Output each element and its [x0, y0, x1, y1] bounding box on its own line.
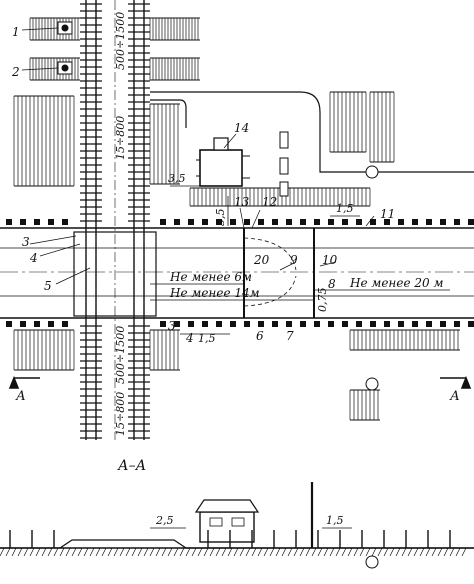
- dim-15-800-bottom: 15÷800: [114, 392, 127, 436]
- note-labels: Не менее 6м Не менее 14м Не менее 20 м: [169, 270, 443, 300]
- section-title: А–А: [117, 458, 146, 474]
- railway-track: [73, 0, 157, 440]
- callout-6: 6: [256, 329, 264, 343]
- callout-5: 5: [44, 279, 52, 293]
- service-area-outline: [150, 91, 474, 173]
- callout-1: 1: [12, 25, 20, 39]
- section-marker-left: А: [15, 389, 26, 404]
- dim-0-75: 0,75: [316, 288, 329, 313]
- dim-3-5-b: 3,5: [214, 209, 227, 227]
- callout-9: 9: [290, 253, 298, 267]
- dimension-lines: [150, 185, 450, 335]
- note-min-20m: Не менее 20 м: [349, 276, 443, 290]
- signal-lamps: [365, 165, 379, 391]
- callout-3-left: 3: [22, 235, 30, 249]
- callout-4-left: 4: [29, 251, 38, 265]
- callout-3-bottom: 3: [168, 319, 176, 333]
- barrier-swing-arcs: [243, 237, 297, 307]
- section-markers: [8, 375, 472, 389]
- callout-leaders: [21, 27, 375, 285]
- dim-1-5-b: 1,5: [198, 332, 216, 345]
- barrier-posts: [243, 228, 315, 318]
- dimension-labels: 500÷1500 15÷800 500÷1500 15÷800 3,5 3,5 …: [114, 12, 354, 527]
- callout-8: 8: [328, 277, 336, 291]
- dim-section-2-5: 2,5: [155, 514, 174, 527]
- road: [0, 227, 474, 319]
- callout-12: 12: [262, 195, 277, 209]
- note-min-14m: Не менее 14м: [169, 286, 260, 300]
- dim-1-5-a: 1,5: [336, 202, 354, 215]
- dim-500-1500-top: 500÷1500: [114, 12, 127, 70]
- crossing-duty-building: [196, 137, 250, 187]
- dim-section-1-5: 1,5: [326, 514, 344, 527]
- small-outbuildings: [279, 131, 289, 197]
- section-ground-hatching: [0, 530, 467, 557]
- embankment-hatching: [13, 17, 460, 421]
- callout-7: 7: [286, 329, 294, 343]
- callout-11: 11: [380, 207, 395, 221]
- callout-4-bottom: 4: [185, 331, 194, 345]
- callout-20: 20: [253, 253, 270, 267]
- section-labels: А–А А А: [15, 389, 460, 474]
- track-sleepers: [80, 3, 150, 439]
- traffic-signal-2: [57, 61, 73, 75]
- callout-2: 2: [11, 65, 20, 79]
- road-edge-posts: [6, 219, 474, 327]
- cross-section-a-a: [0, 482, 474, 569]
- callout-10: 10: [322, 253, 338, 267]
- callout-labels: 1 2 3 4 5 3 4 6 7 8 9 10 11 12 13 14 20: [11, 25, 395, 345]
- note-min-6m: Не менее 6м: [169, 270, 252, 284]
- dim-15-800-top: 15÷800: [114, 116, 127, 160]
- dim-3-5-a: 3,5: [168, 172, 186, 185]
- callout-14: 14: [234, 121, 249, 135]
- dim-500-1500-bottom: 500÷1500: [114, 326, 127, 384]
- callout-13: 13: [234, 195, 250, 209]
- section-marker-right: А: [449, 389, 460, 404]
- traffic-signal-1: [57, 21, 73, 35]
